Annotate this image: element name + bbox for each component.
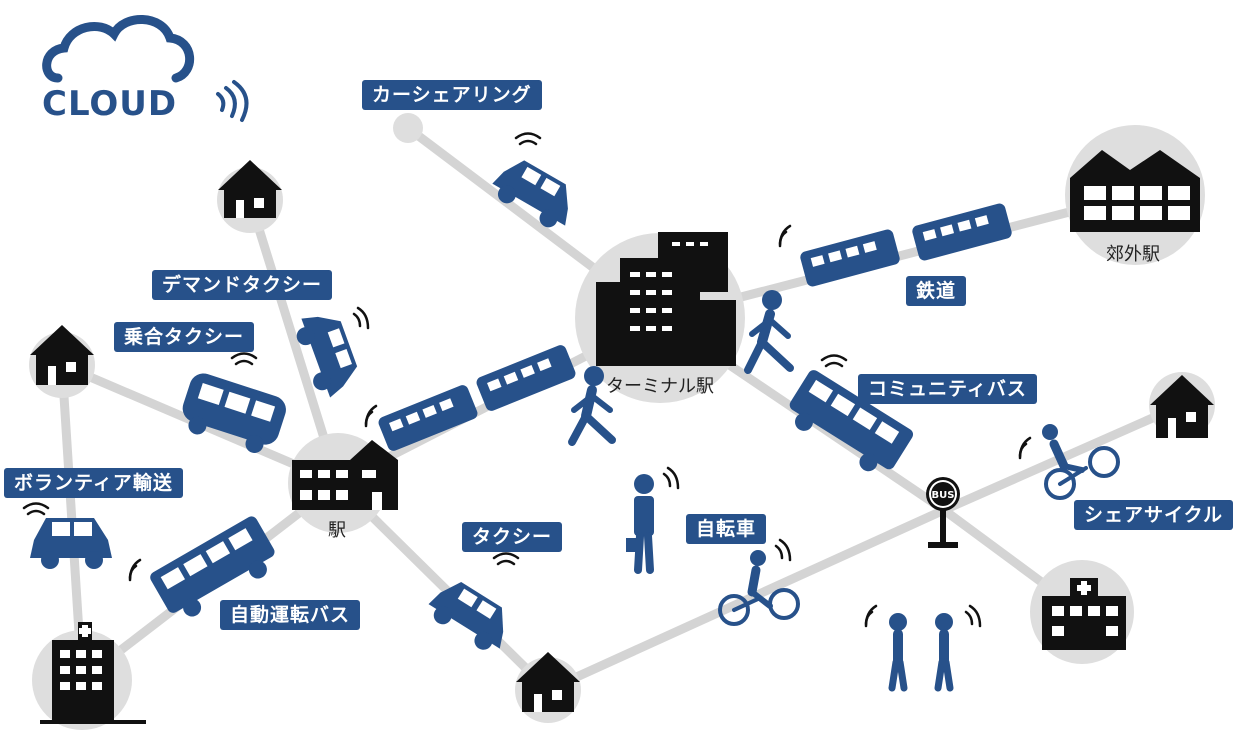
- share-cycle-rider-icon: [1042, 424, 1120, 500]
- label-demand-taxi: デマンドタクシー: [152, 270, 333, 300]
- hub-label-station: 駅: [328, 520, 346, 541]
- hub-label-terminal-station: ターミナル駅: [606, 376, 714, 397]
- hub-label-suburban-station: 郊外駅: [1106, 244, 1160, 265]
- shared-taxi-van-icon: [182, 373, 286, 453]
- house-icon: [516, 652, 580, 712]
- taxi-car-icon: [428, 582, 504, 650]
- label-autonomous-bus: 自動運転バス: [220, 600, 361, 630]
- house-icons: [30, 160, 1214, 712]
- suburban-station-icon: [1070, 150, 1200, 232]
- label-taxi: タクシー: [462, 522, 563, 552]
- label-volunteer-transport: ボランティア輸送: [4, 468, 183, 498]
- wifi-signal-icons: [22, 132, 1032, 628]
- walking-person-icon: [568, 366, 616, 446]
- walking-person-icon: [744, 290, 794, 374]
- house-icon: [30, 325, 94, 385]
- demand-taxi-icon: [296, 316, 358, 398]
- house-icon: [218, 160, 282, 218]
- volunteer-car-icon: [30, 518, 112, 569]
- label-community-bus: コミュニティバス: [858, 374, 1037, 404]
- house-icon: [1150, 375, 1214, 438]
- cloud-logo-icon: [42, 15, 249, 122]
- label-bicycle: 自転車: [686, 514, 767, 544]
- label-shared-taxi: 乗合タクシー: [114, 322, 255, 352]
- station-building-icon: [292, 440, 398, 510]
- bus-stop-sign-text: BUS: [932, 490, 955, 501]
- terminal-building-icon: [596, 232, 736, 366]
- smartphone-user-icon: [934, 613, 954, 692]
- cyclist-icons: [718, 424, 1120, 626]
- businessman-icon: [626, 474, 654, 574]
- label-share-cycle: シェアサイクル: [1074, 500, 1234, 530]
- car-sharing-car-icon: [492, 160, 568, 228]
- label-car-sharing: カーシェアリング: [362, 80, 542, 110]
- train-icons: [378, 203, 1012, 451]
- community-bus-icon: [789, 370, 914, 472]
- logo-text: CLOUD: [42, 84, 178, 124]
- autonomous-bus-icon: [150, 516, 275, 617]
- smartphone-user-icon: [888, 613, 908, 692]
- bus-stop-icon: [926, 477, 960, 548]
- hospital-icon: [1042, 578, 1126, 650]
- hospital-icon: [40, 622, 146, 724]
- bicycle-rider-icon: [718, 550, 800, 626]
- pedestrian-icons: [568, 290, 954, 692]
- car-icons: [30, 160, 568, 650]
- bus-icons: [150, 370, 914, 617]
- label-railway: 鉄道: [906, 276, 967, 306]
